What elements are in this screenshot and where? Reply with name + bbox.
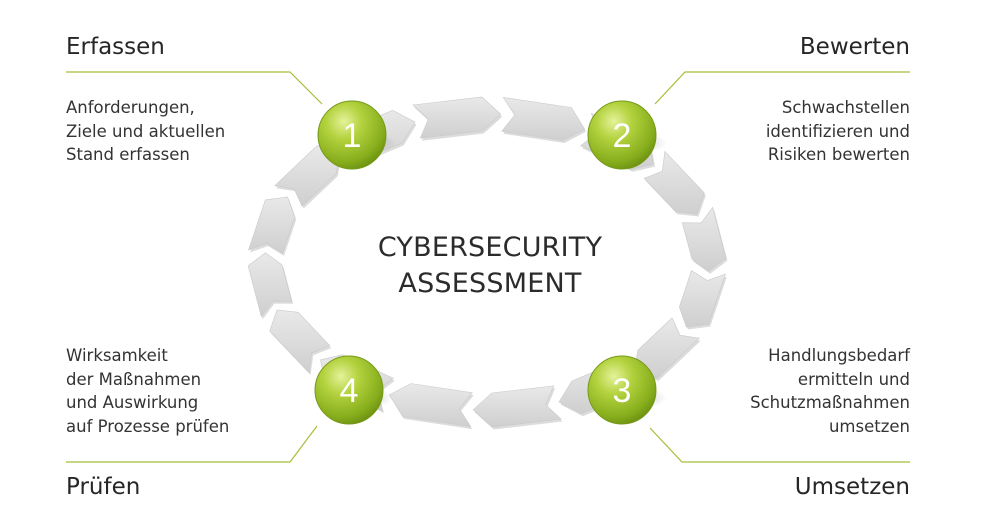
step-title-pruefen: Prüfen [66, 474, 141, 500]
cycle-arrow [269, 309, 331, 374]
cycle-arrow [388, 383, 473, 427]
step-description-bewerten: Schwachstellen identifizieren und Risike… [766, 96, 910, 167]
cycle-arrow [412, 96, 502, 139]
step-title-umsetzen: Umsetzen [794, 474, 910, 500]
step-number-2: 2 [613, 117, 632, 155]
cycle-arrow [247, 252, 293, 318]
leader-line-4 [66, 425, 318, 463]
step-ball-4 [314, 355, 384, 425]
description-line: Anforderungen, [66, 98, 195, 117]
step-marker-1: 1 [316, 100, 396, 170]
cycle-arrow [274, 145, 341, 207]
description-line: der Maßnahmen [66, 369, 202, 389]
description-line: Risiken bewerten [767, 145, 910, 164]
step-markers: 1 2 3 4 [313, 100, 667, 425]
step-marker-4: 4 [313, 355, 393, 425]
step-description-pruefen: Wirksamkeit der Maßnahmen und Auswirkung… [66, 344, 229, 438]
cycle-arrow [681, 206, 727, 272]
description-line: Handlungsbedarf [768, 346, 910, 365]
center-title: CYBERSECURITY ASSESSMENT [330, 230, 650, 302]
step-title-bewerten: Bewerten [799, 34, 910, 60]
leader-line-2 [654, 71, 910, 105]
description-line: Wirksamkeit [66, 346, 168, 365]
center-title-line-1: CYBERSECURITY [377, 232, 603, 263]
description-line: Schutzmaßnahmen [750, 393, 910, 412]
leader-line-3 [649, 427, 910, 463]
description-line: Stand erfassen [66, 145, 190, 164]
step-description-umsetzen: Handlungsbedarf ermitteln und Schutzmaßn… [750, 344, 910, 438]
cycle-arrow [501, 97, 586, 141]
step-number-4: 4 [340, 372, 359, 410]
description-line: ermitteln und [797, 369, 910, 389]
description-line: Schwachstellen [781, 98, 910, 117]
description-line: Ziele und aktuellen [66, 121, 226, 141]
step-marker-3: 3 [587, 355, 667, 425]
step-ball-1 [317, 100, 387, 170]
leader-line-1 [66, 71, 323, 105]
step-title-erfassen: Erfassen [66, 34, 165, 60]
cycle-arrow [472, 385, 562, 428]
step-ball-3 [587, 355, 657, 425]
leader-lines [66, 71, 910, 463]
description-line: identifizieren und [765, 121, 910, 141]
step-ball-2 [587, 100, 657, 170]
cycle-arrow [633, 317, 700, 379]
description-line: auf Prozesse prüfen [66, 416, 230, 436]
description-line: umsetzen [828, 416, 910, 436]
cycle-arrow [678, 270, 726, 328]
description-line: und Auswirkung [66, 393, 199, 412]
cycle-arrow [248, 196, 296, 254]
step-number-3: 3 [613, 372, 632, 410]
step-number-1: 1 [343, 117, 362, 155]
cycle-arrow [643, 150, 705, 215]
step-marker-2: 2 [587, 100, 667, 170]
step-description-erfassen: Anforderungen, Ziele und aktuellen Stand… [66, 96, 225, 167]
center-title-line-2: ASSESSMENT [398, 268, 582, 299]
